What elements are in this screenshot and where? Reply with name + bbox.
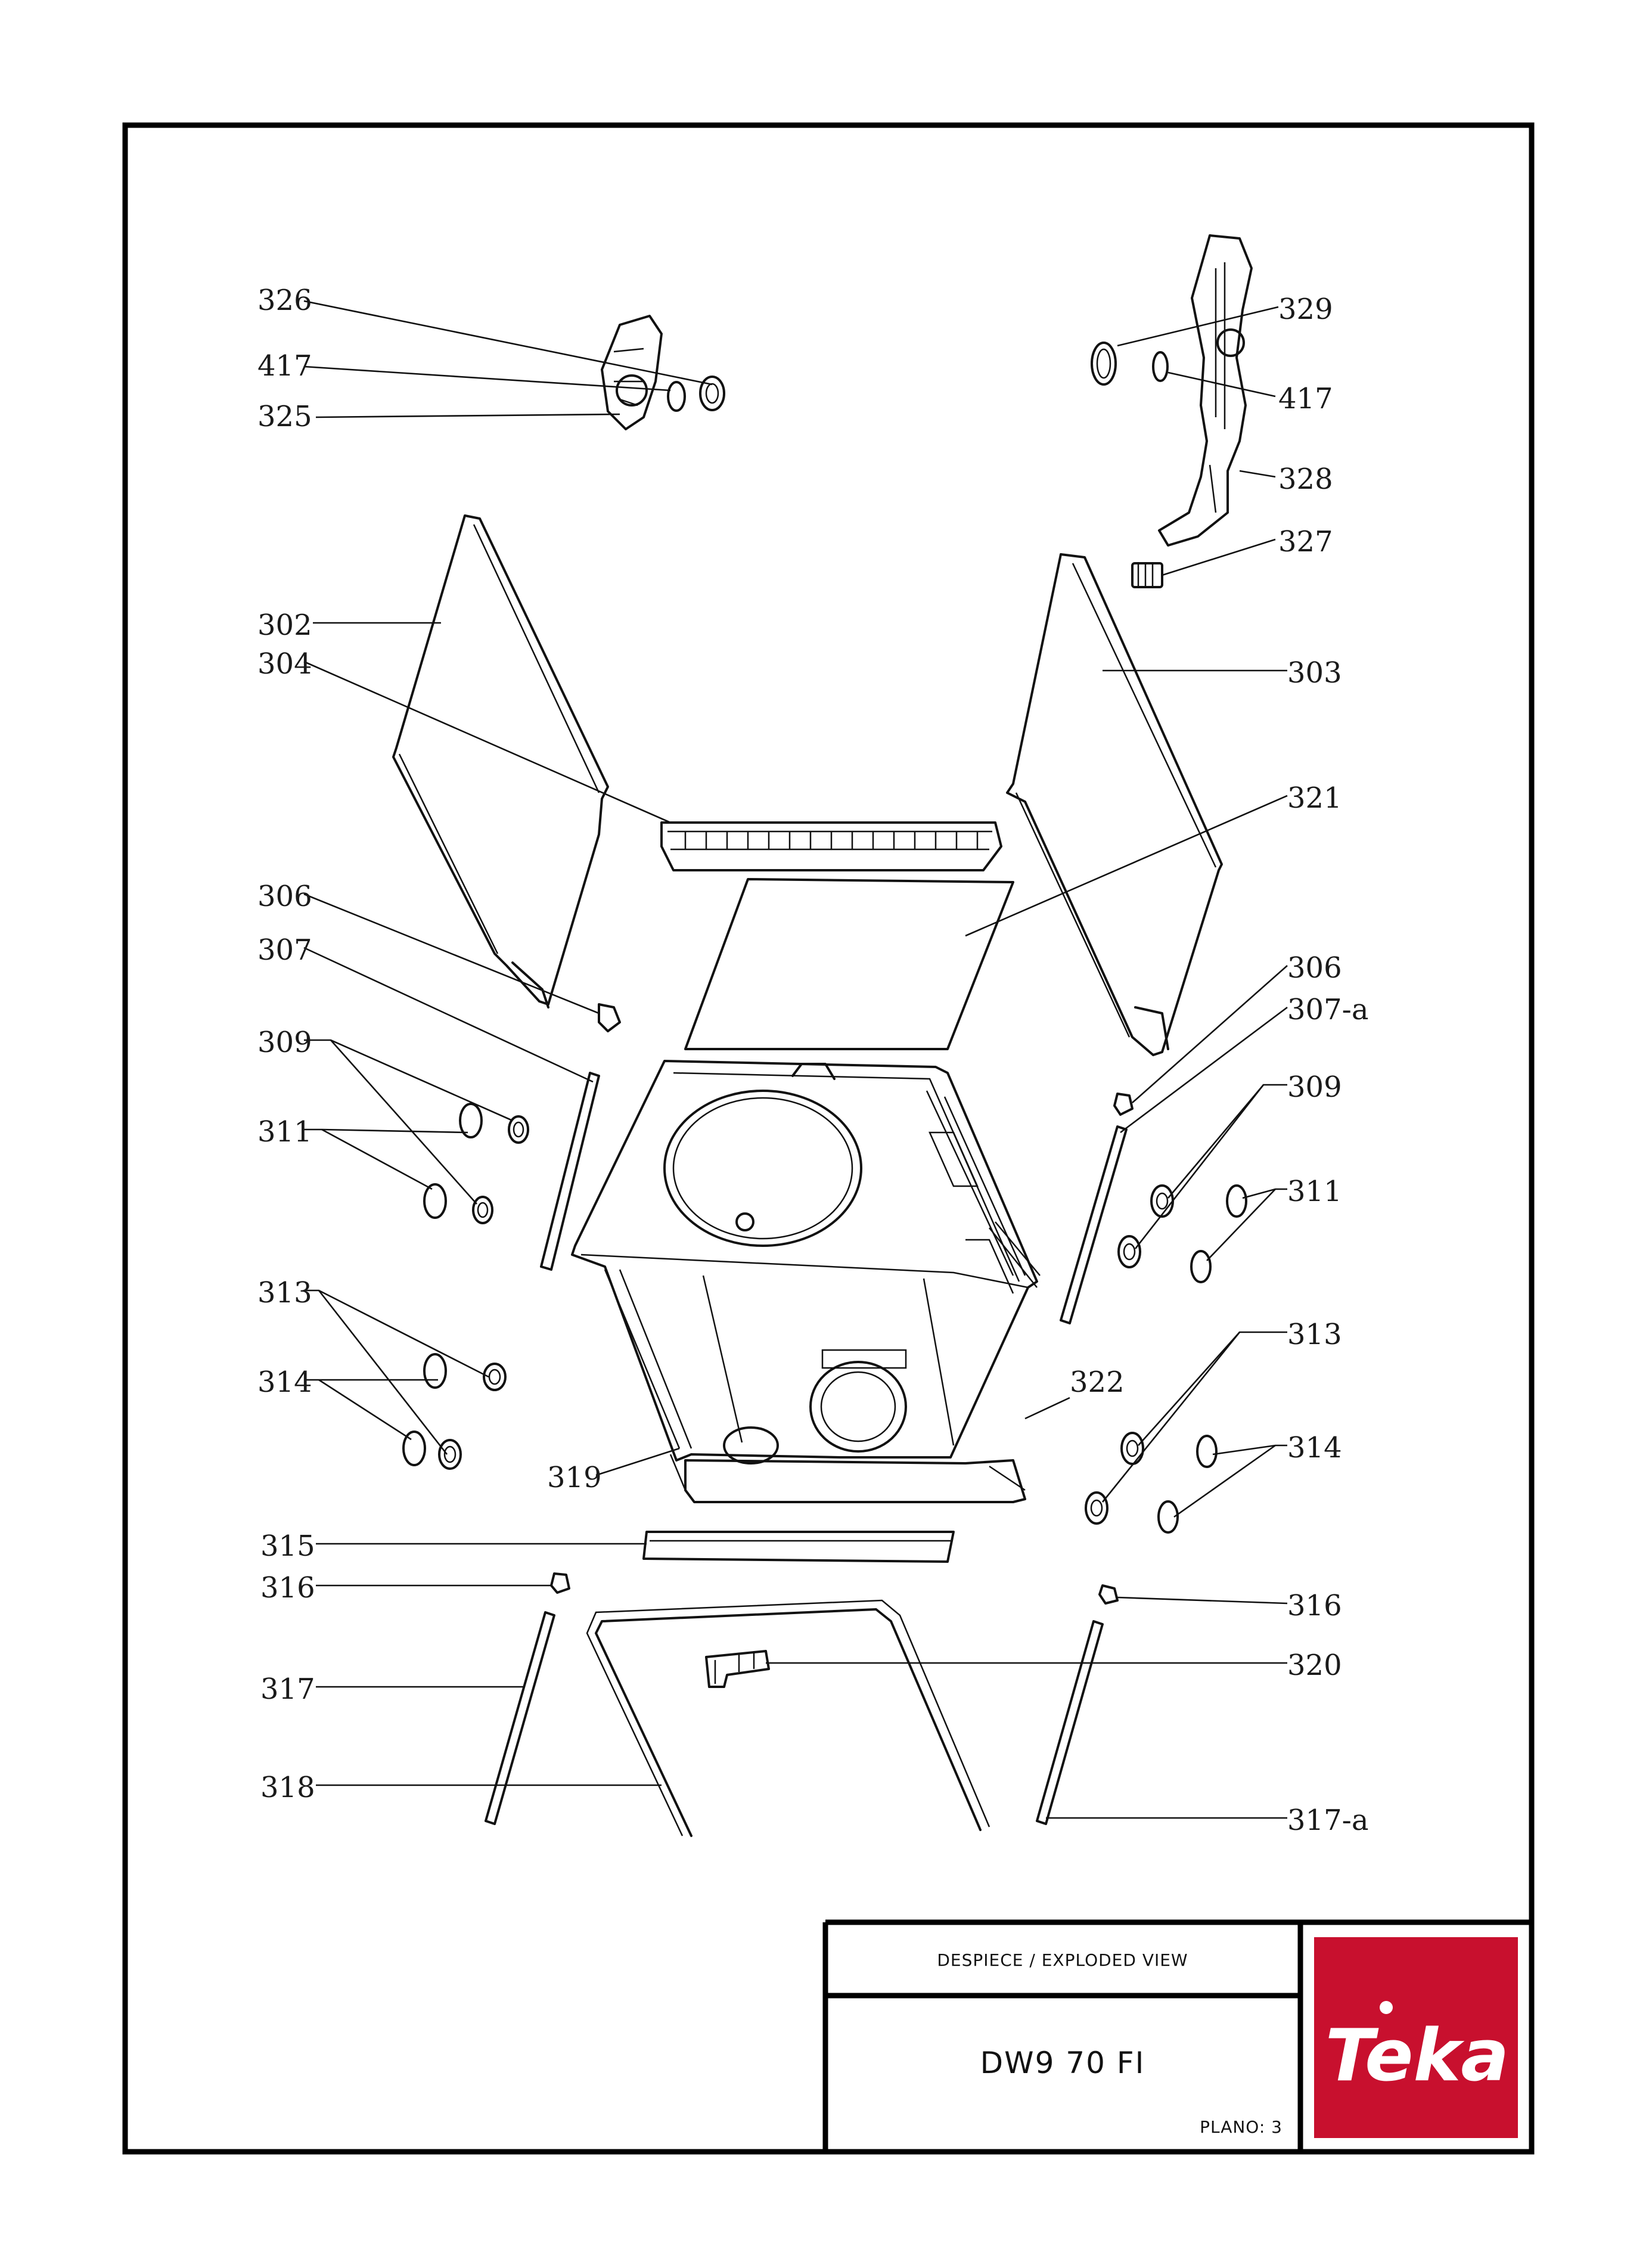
callout-313-right: 313 bbox=[1287, 1318, 1342, 1351]
latch-320 bbox=[705, 1650, 770, 1688]
teka-logo-background bbox=[1314, 1937, 1518, 2138]
callout-327: 327 bbox=[1278, 525, 1333, 559]
teka-logo: Teka bbox=[1325, 2015, 1510, 2098]
callout-311-right: 311 bbox=[1287, 1175, 1342, 1208]
leader-lines bbox=[303, 300, 1288, 1819]
main-tub bbox=[571, 1060, 1041, 1503]
callout-328: 328 bbox=[1278, 463, 1333, 496]
callout-313-left: 313 bbox=[257, 1276, 312, 1310]
callout-320: 320 bbox=[1287, 1649, 1342, 1682]
right-side-panel bbox=[1006, 553, 1223, 1056]
callout-329: 329 bbox=[1278, 293, 1333, 326]
callout-307a: 307-a bbox=[1287, 993, 1368, 1026]
callout-322: 322 bbox=[1070, 1366, 1125, 1399]
clip-right-306 bbox=[1113, 1093, 1134, 1116]
clip-right-316 bbox=[1098, 1584, 1119, 1605]
callout-317: 317 bbox=[260, 1673, 315, 1706]
clip-left-316 bbox=[550, 1572, 570, 1594]
door-gasket bbox=[595, 1608, 982, 1837]
callout-315: 315 bbox=[260, 1529, 315, 1563]
drawing-border bbox=[122, 122, 1535, 2155]
callout-318: 318 bbox=[260, 1771, 315, 1804]
callout-316-left: 316 bbox=[260, 1571, 315, 1605]
callout-321: 321 bbox=[1287, 781, 1342, 815]
callout-302: 302 bbox=[257, 609, 312, 642]
callout-311-left: 311 bbox=[257, 1115, 312, 1149]
teka-logo-dot bbox=[1380, 2001, 1393, 2014]
top-grille bbox=[660, 821, 1002, 871]
callout-317a: 317-a bbox=[1287, 1804, 1368, 1837]
rail-left-317 bbox=[485, 1611, 555, 1825]
right-wheels bbox=[1085, 1184, 1247, 1534]
callout-417-right: 417 bbox=[1278, 382, 1333, 415]
callout-314-left: 314 bbox=[257, 1366, 312, 1399]
callout-306-right: 306 bbox=[1287, 951, 1342, 985]
top-insulation-sheet bbox=[684, 878, 1014, 1050]
lower-plinth bbox=[642, 1531, 955, 1563]
callout-labels: 326 417 325 302 304 306 307 309 311 313 … bbox=[257, 284, 1368, 1837]
model-number: DW9 70 FI bbox=[980, 2046, 1145, 2080]
callout-325: 325 bbox=[257, 400, 312, 433]
callout-309-right: 309 bbox=[1287, 1071, 1342, 1104]
callout-304: 304 bbox=[257, 647, 312, 681]
sheet-number: PLANO: 3 bbox=[1200, 2117, 1283, 2137]
callout-316-right: 316 bbox=[1287, 1589, 1342, 1622]
right-hose-assembly bbox=[1091, 234, 1253, 588]
callout-303: 303 bbox=[1287, 656, 1342, 690]
rail-right-307a bbox=[1060, 1125, 1128, 1324]
title-block: DESPIECE / EXPLODED VIEW DW9 70 FI PLANO… bbox=[822, 1919, 1532, 2152]
callout-307: 307 bbox=[257, 933, 312, 967]
left-side-panel bbox=[392, 514, 609, 1009]
rail-right-317a bbox=[1036, 1620, 1104, 1825]
clip-left-306 bbox=[598, 1003, 621, 1032]
callout-319: 319 bbox=[547, 1461, 602, 1494]
callout-326-left: 326 bbox=[257, 284, 312, 317]
callout-306-left: 306 bbox=[257, 880, 312, 913]
rail-left-307 bbox=[540, 1072, 600, 1271]
left-pump-assembly bbox=[601, 315, 725, 430]
left-wheels bbox=[402, 1103, 529, 1470]
callout-417-left: 417 bbox=[257, 349, 312, 383]
callout-314-right: 314 bbox=[1287, 1431, 1342, 1465]
callout-309-left: 309 bbox=[257, 1026, 312, 1059]
parts bbox=[392, 234, 1253, 1837]
view-title: DESPIECE / EXPLODED VIEW bbox=[937, 1950, 1188, 1970]
